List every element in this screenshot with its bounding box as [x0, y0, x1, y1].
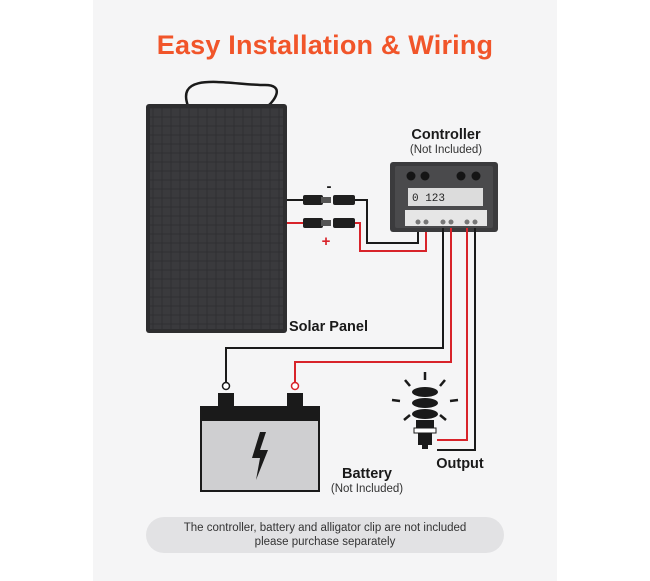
disclaimer-line-2: please purchase separately [254, 536, 396, 548]
controller-input-wires [355, 199, 427, 252]
mc4-connector-icon [303, 195, 355, 228]
output-label: Output [436, 456, 484, 472]
solar-panel-label: Solar Panel [289, 319, 368, 335]
disclaimer-note: The controller, battery and alligator cl… [146, 517, 504, 553]
panel-wires [287, 199, 305, 224]
controller-note: (Not Included) [409, 144, 483, 156]
bulb-icon [391, 372, 459, 449]
lightning-icon [252, 432, 268, 480]
solar-panel-icon [146, 80, 287, 333]
minus-sign: - [327, 178, 332, 195]
battery-note: (Not Included) [330, 483, 404, 495]
page-title: Easy Installation & Wiring [156, 30, 494, 60]
plus-sign: + [322, 233, 331, 250]
controller-display: 0 123 [412, 193, 445, 205]
battery-wires [225, 228, 452, 382]
controller-icon [390, 162, 498, 232]
output-wires [437, 228, 476, 451]
battery-label: Battery [342, 466, 392, 482]
disclaimer-line-1: The controller, battery and alligator cl… [183, 522, 467, 534]
controller-label: Controller [411, 127, 481, 143]
